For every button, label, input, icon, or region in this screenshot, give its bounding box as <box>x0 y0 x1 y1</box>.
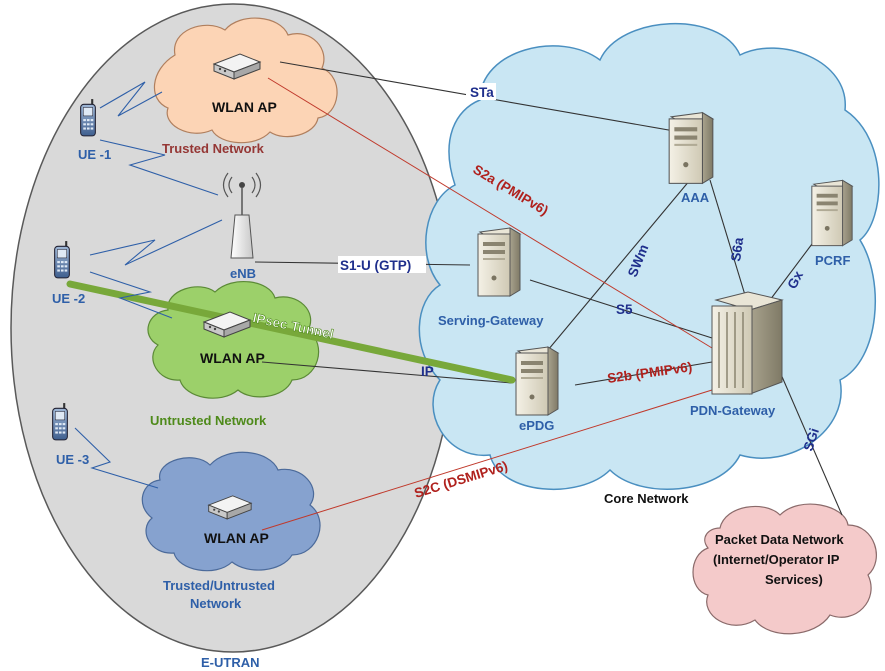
red-lines <box>261 77 713 531</box>
ue3-phone-icon <box>51 402 69 442</box>
wlan1-label: WLAN AP <box>212 99 277 115</box>
s2a-line <box>267 77 713 349</box>
s6a-line <box>709 179 746 296</box>
ue2-label: UE -2 <box>52 291 85 306</box>
trusted-network-label: Trusted Network <box>162 141 265 156</box>
ip-line <box>261 361 513 384</box>
pdn-label-line1: Packet Data Network <box>715 532 844 547</box>
wlan3-label: WLAN AP <box>204 530 269 546</box>
aaa-label: AAA <box>681 190 710 205</box>
wlan2-label: WLAN AP <box>200 350 265 366</box>
s2c-line <box>261 389 713 531</box>
epdg-server-icon <box>515 346 559 416</box>
ue2-phone-icon <box>53 240 71 280</box>
gx-line <box>769 239 816 301</box>
untrusted-network-label: Untrusted Network <box>150 413 267 428</box>
ue1-label: UE -1 <box>78 147 111 162</box>
iface-sgi-label: SGi <box>801 426 822 453</box>
trusted-wlan-cloud <box>153 17 338 144</box>
packet-data-network-cloud <box>692 503 877 635</box>
pdn-label-line3: Services) <box>765 572 823 587</box>
pgw-label: PDN-Gateway <box>690 403 776 418</box>
s5-line <box>529 279 713 339</box>
pdn-label-line2: (Internet/Operator IP <box>713 552 840 567</box>
enb-antenna-icon <box>222 172 262 259</box>
aaa-server-icon <box>668 112 714 184</box>
pcrf-server-icon <box>811 179 853 247</box>
iface-s6a-label: S6a <box>728 236 746 262</box>
epdg-label: ePDG <box>519 418 554 433</box>
ue3-label: UE -3 <box>56 452 89 467</box>
mixed-network-label-line1: Trusted/Untrusted <box>163 578 275 593</box>
wireless-links <box>74 81 223 489</box>
sgw-server-icon <box>477 227 521 297</box>
iface-ip-label: IP <box>421 364 434 379</box>
pcrf-label: PCRF <box>815 253 850 268</box>
sgw-label: Serving-Gateway <box>438 313 544 328</box>
swm-line <box>547 179 691 351</box>
enb-label: eNB <box>230 266 256 281</box>
iface-sta-label: STa <box>470 85 494 100</box>
eutran-label: E-UTRAN <box>201 655 260 670</box>
core-network-label: Core Network <box>604 491 689 506</box>
ipsec-tunnel <box>66 280 516 384</box>
sgi-line <box>779 371 843 516</box>
pgw-server-icon <box>711 291 784 395</box>
iface-s1u-label: S1-U (GTP) <box>340 258 411 273</box>
ue1-phone-icon <box>79 98 97 138</box>
s2b-line <box>574 361 713 386</box>
mixed-network-label-line2: Network <box>190 596 242 611</box>
iface-s5-label: S5 <box>616 302 633 317</box>
